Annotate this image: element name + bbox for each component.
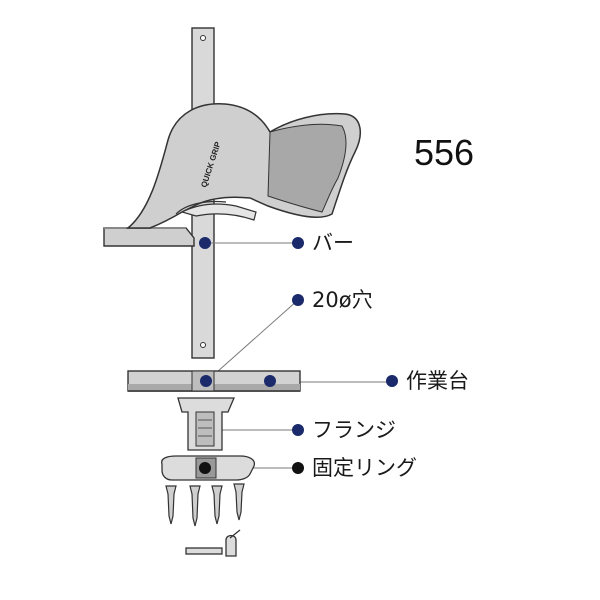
label-fixing-ring: 固定リング	[312, 456, 417, 480]
label-flange: フランジ	[312, 418, 396, 442]
clamp-body: QUICK GRIP	[125, 103, 362, 229]
screws	[165, 483, 245, 527]
markers	[199, 237, 398, 474]
label-hole: 20ø穴	[312, 288, 373, 312]
clamp-jaw	[103, 227, 195, 247]
label-workbench: 作業台	[406, 369, 469, 393]
workbench-part-marker	[264, 375, 276, 387]
label-bar: バー	[312, 231, 354, 255]
workbench-label-marker	[386, 375, 398, 387]
fixing-ring-part-marker	[199, 462, 211, 474]
flange-label-marker	[292, 424, 304, 436]
hole-label-marker	[292, 294, 304, 306]
flange-part	[177, 397, 235, 451]
hex-key	[185, 529, 241, 557]
bar-part-marker	[199, 237, 211, 249]
model-number: 556	[414, 132, 475, 173]
hole-part-marker	[200, 375, 212, 387]
fixing-ring-label-marker	[292, 462, 304, 474]
bar-label-marker	[292, 237, 304, 249]
